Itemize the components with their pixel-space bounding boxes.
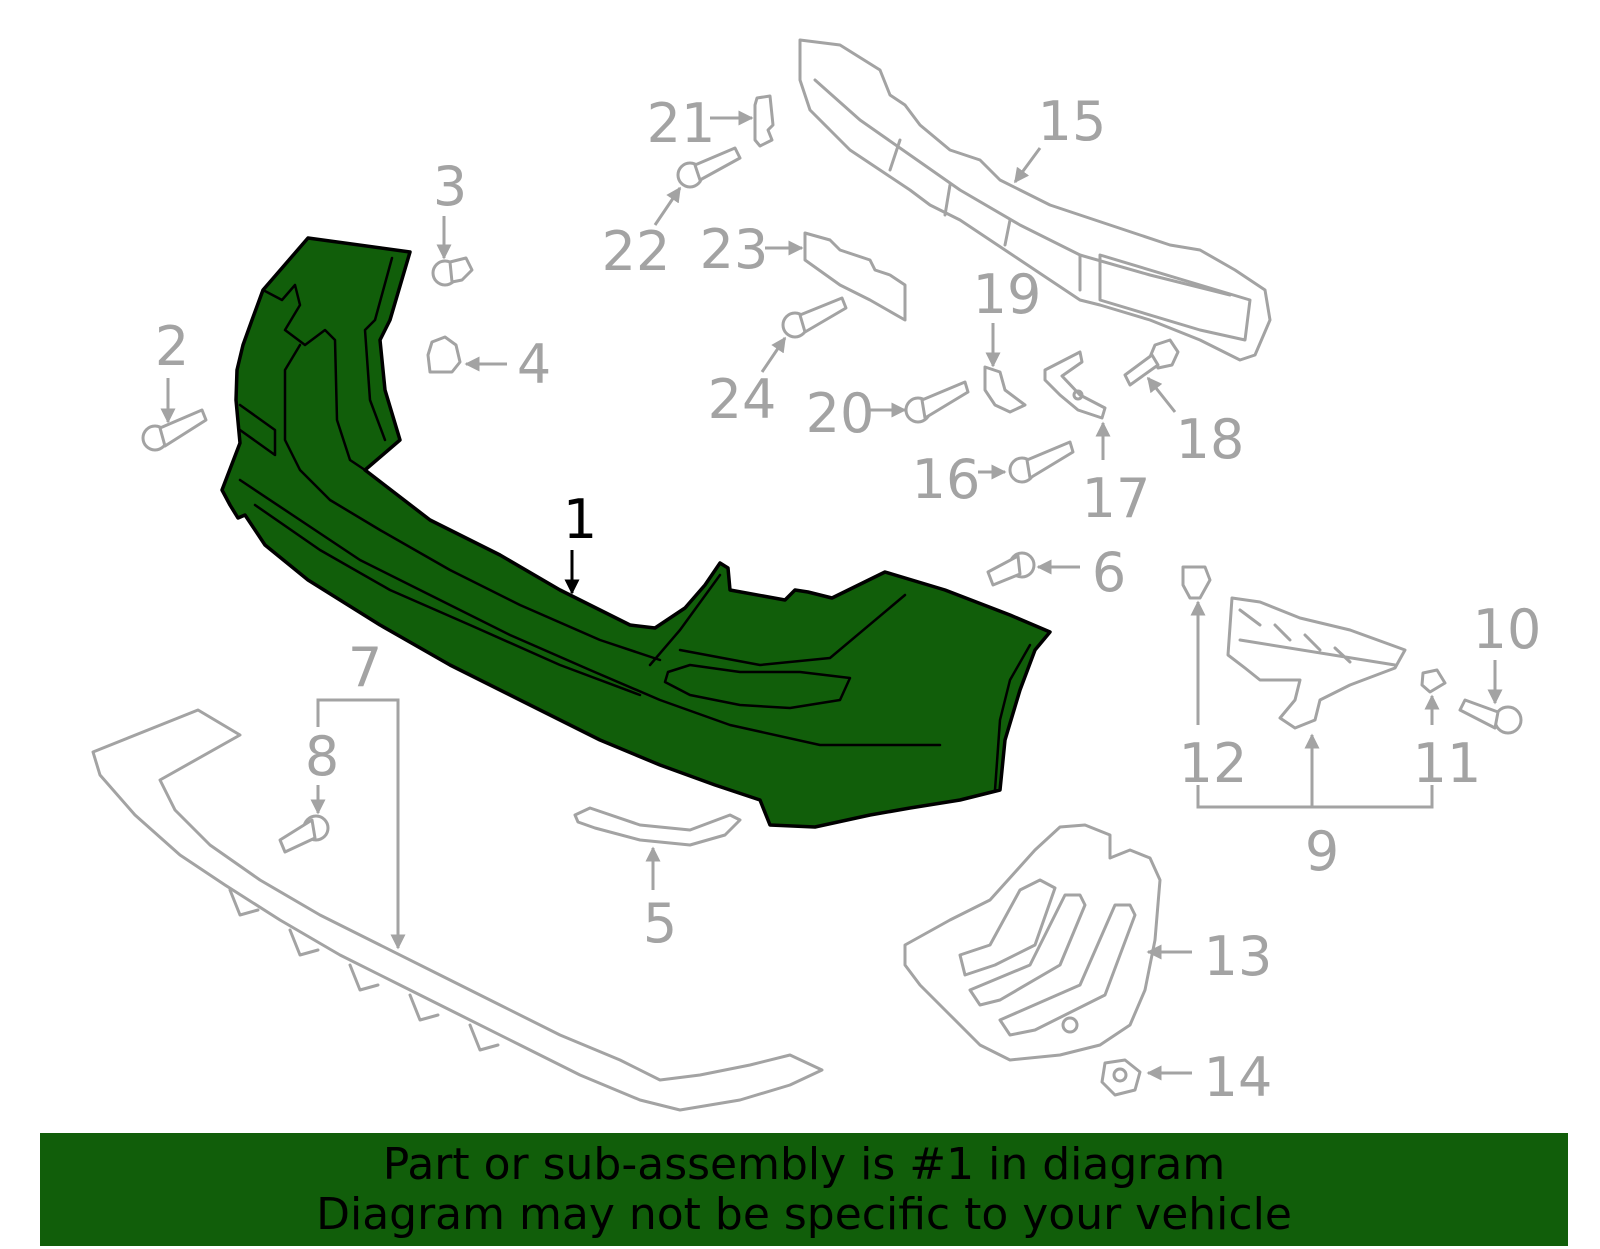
part-9-bracket bbox=[1226, 596, 1407, 730]
callout-23: 23 bbox=[700, 218, 769, 281]
part-23-bracket bbox=[803, 231, 907, 322]
part-22-screw bbox=[676, 146, 742, 189]
part-7-lower-valance bbox=[91, 708, 824, 1112]
part-12-clip bbox=[1181, 565, 1212, 600]
banner-line-2: Diagram may not be specific to your vehi… bbox=[316, 1188, 1292, 1240]
part-15-reinforcement bbox=[798, 38, 1272, 362]
part-17-bracket bbox=[1043, 350, 1107, 420]
part-4-clip bbox=[426, 335, 462, 374]
part-2-screw bbox=[141, 408, 208, 452]
callout-1: 1 bbox=[563, 488, 597, 551]
callout-21: 21 bbox=[647, 92, 716, 155]
leader-lines bbox=[160, 110, 1503, 1081]
part-24-screw bbox=[781, 296, 848, 339]
part-18-bolt bbox=[1123, 338, 1180, 387]
callout-8: 8 bbox=[305, 725, 339, 788]
callout-19: 19 bbox=[973, 263, 1042, 326]
part-13-shield bbox=[903, 823, 1162, 1062]
callout-2: 2 bbox=[155, 315, 189, 378]
part-8-screw bbox=[278, 814, 330, 854]
part-10-screw bbox=[1458, 698, 1523, 735]
callout-22: 22 bbox=[602, 220, 671, 283]
callout-4: 4 bbox=[517, 333, 551, 396]
callout-13: 13 bbox=[1204, 925, 1273, 988]
callout-5: 5 bbox=[643, 892, 677, 955]
callout-6: 6 bbox=[1092, 541, 1126, 604]
part-20-screw bbox=[904, 380, 970, 424]
part-1-bumper-cover bbox=[220, 236, 1052, 829]
callout-3: 3 bbox=[433, 155, 467, 218]
callout-18: 18 bbox=[1176, 408, 1245, 471]
part-16-screw bbox=[1008, 440, 1075, 484]
part-19-bracket bbox=[983, 365, 1027, 414]
part-5-trim bbox=[573, 806, 742, 847]
disclaimer-banner: Part or sub-assembly is #1 in diagram Di… bbox=[40, 1133, 1568, 1246]
part-14-nut bbox=[1100, 1058, 1142, 1097]
callout-7: 7 bbox=[348, 636, 382, 699]
callout-20: 20 bbox=[806, 382, 875, 445]
part-6-screw bbox=[986, 551, 1036, 587]
part-11-clip bbox=[1420, 668, 1447, 694]
callout-16: 16 bbox=[912, 448, 981, 511]
callout-14: 14 bbox=[1204, 1046, 1273, 1109]
part-21-clip bbox=[753, 94, 775, 148]
callout-11: 11 bbox=[1413, 732, 1482, 795]
part-3-nut bbox=[431, 256, 474, 287]
callout-24: 24 bbox=[708, 368, 777, 431]
callout-17: 17 bbox=[1082, 467, 1151, 530]
callout-9: 9 bbox=[1305, 820, 1339, 883]
callout-12: 12 bbox=[1179, 732, 1248, 795]
callout-15: 15 bbox=[1038, 90, 1107, 153]
banner-line-1: Part or sub-assembly is #1 in diagram bbox=[382, 1138, 1226, 1190]
callout-10: 10 bbox=[1473, 598, 1542, 661]
